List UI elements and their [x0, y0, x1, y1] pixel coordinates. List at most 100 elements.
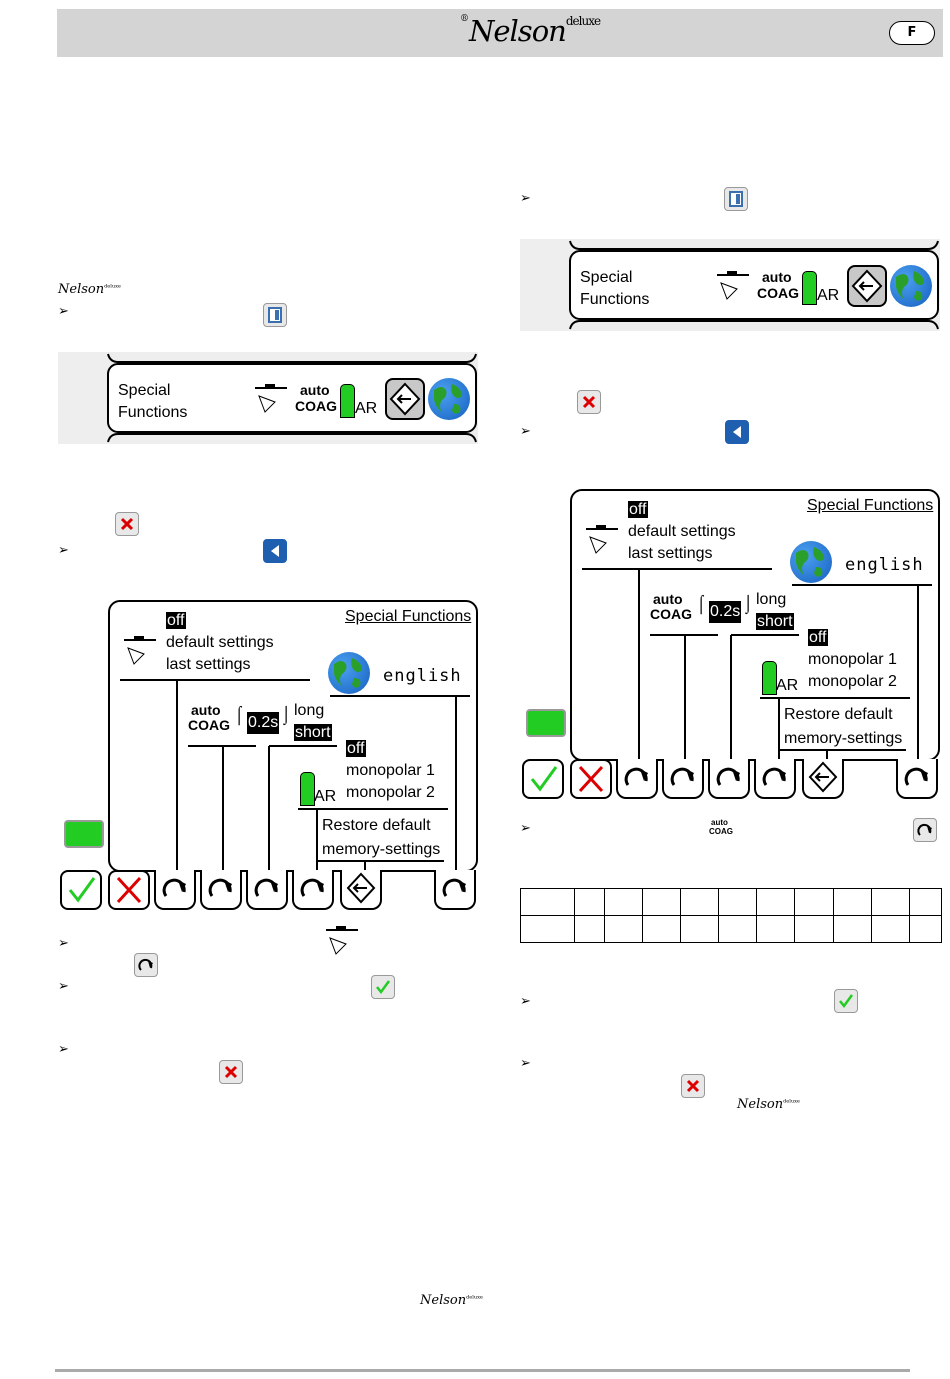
enter-icon[interactable] [847, 265, 887, 307]
globe-icon[interactable] [790, 541, 832, 583]
cycle-icon[interactable] [134, 953, 158, 977]
accept-button[interactable] [60, 870, 102, 910]
cycle-icon [162, 878, 186, 897]
accept-icon [68, 877, 96, 903]
delay-option-list: long short [756, 591, 794, 630]
status-gas-label: AR [355, 400, 378, 417]
menu-icon[interactable] [263, 303, 287, 327]
recall-option-list: off default settings last settings [628, 501, 736, 562]
bullet-marker: ➢ [520, 1056, 531, 1071]
cycle-icon [208, 878, 232, 897]
enter-icon [808, 761, 838, 793]
language-value: english [383, 666, 462, 686]
cancel-button[interactable] [108, 870, 150, 910]
bullet-marker: ➢ [58, 979, 69, 994]
accept-icon[interactable] [834, 989, 858, 1013]
enter-button[interactable] [340, 870, 382, 910]
argon-option-list: off monopolar 1 monopolar 2 [808, 629, 897, 690]
electrode-icon [255, 384, 287, 413]
status-gas-label: AR [817, 287, 840, 304]
cancel-icon[interactable] [219, 1060, 243, 1084]
argon-bottle-icon [802, 271, 817, 305]
language-value: english [845, 555, 924, 575]
argon-option-list: off monopolar 1 monopolar 2 [346, 740, 435, 801]
cycle-icon [300, 878, 324, 897]
cancel-button[interactable] [570, 759, 612, 799]
brand-mark: Nelsondeluxe [58, 282, 121, 297]
cycle-icon [716, 767, 740, 786]
cycle-icon [254, 878, 278, 897]
electrode-icon [124, 636, 156, 665]
up-arrow-icon: ⌠ [234, 705, 245, 724]
enter-button[interactable] [802, 759, 844, 799]
back-arrow-icon[interactable] [263, 539, 287, 563]
cycle-button-language[interactable] [896, 759, 938, 799]
enter-icon[interactable] [385, 378, 425, 420]
argon-gas-label: AR [314, 788, 337, 805]
language-badge: F [889, 21, 935, 45]
bullet-marker: ➢ [520, 821, 531, 836]
screen-panel [570, 489, 940, 761]
cycle-icon [624, 767, 648, 786]
brand-mark: Nelsondeluxe [420, 1293, 483, 1308]
cancel-icon[interactable] [115, 512, 139, 536]
globe-icon[interactable] [328, 652, 370, 694]
cycle-button-auto-coag[interactable] [662, 759, 704, 799]
special-functions-screen-right: Special Functions off default settings l… [520, 487, 942, 803]
table-row [520, 888, 943, 916]
down-arrow-icon: ⌡ [281, 705, 292, 724]
bullet-marker: ➢ [58, 543, 69, 558]
electrode-icon [586, 525, 618, 554]
cancel-icon[interactable] [577, 390, 601, 414]
down-arrow-icon: ⌡ [743, 594, 754, 613]
cancel-icon [578, 765, 604, 793]
cycle-icon [442, 878, 466, 897]
cycle-button-auto-coag[interactable] [200, 870, 242, 910]
status-indicator [64, 820, 104, 848]
cycle-button-language[interactable] [434, 870, 476, 910]
accept-icon[interactable] [371, 975, 395, 999]
cycle-icon[interactable] [913, 818, 937, 842]
cycle-button-recall[interactable] [154, 870, 196, 910]
cycle-button-argon[interactable] [754, 759, 796, 799]
delay-option-list: long short [294, 702, 332, 741]
globe-icon[interactable] [890, 265, 932, 307]
argon-bottle-icon [762, 661, 777, 695]
bullet-marker: ➢ [58, 936, 69, 951]
brand-mark: Nelsondeluxe [737, 1097, 800, 1112]
cycle-icon [670, 767, 694, 786]
argon-gas-label: AR [776, 677, 799, 694]
delay-value[interactable]: 0.2s [709, 601, 742, 623]
argon-bottle-icon [300, 772, 315, 806]
screen-title: Special Functions [807, 497, 934, 514]
cycle-icon [762, 767, 786, 786]
brand-logo: ®Nelsondeluxe [460, 14, 601, 48]
globe-icon[interactable] [428, 378, 470, 420]
back-arrow-icon[interactable] [725, 420, 749, 444]
delay-table [520, 888, 943, 943]
accept-icon [530, 766, 558, 792]
accept-button[interactable] [522, 759, 564, 799]
electrode-icon [717, 271, 749, 300]
cycle-button-delay[interactable] [246, 870, 288, 910]
cycle-icon [904, 767, 928, 786]
cycle-button-argon[interactable] [292, 870, 334, 910]
cancel-icon[interactable] [681, 1074, 705, 1098]
cycle-button-delay[interactable] [708, 759, 750, 799]
delay-value[interactable]: 0.2s [247, 712, 280, 734]
table-row [520, 915, 943, 943]
special-functions-screen-left: Special Functions off default settings l… [58, 598, 478, 914]
bullet-marker: ➢ [520, 191, 531, 206]
up-arrow-icon: ⌠ [696, 594, 707, 613]
cycle-button-recall[interactable] [616, 759, 658, 799]
argon-bottle-icon [340, 384, 355, 418]
menu-icon[interactable] [724, 187, 748, 211]
